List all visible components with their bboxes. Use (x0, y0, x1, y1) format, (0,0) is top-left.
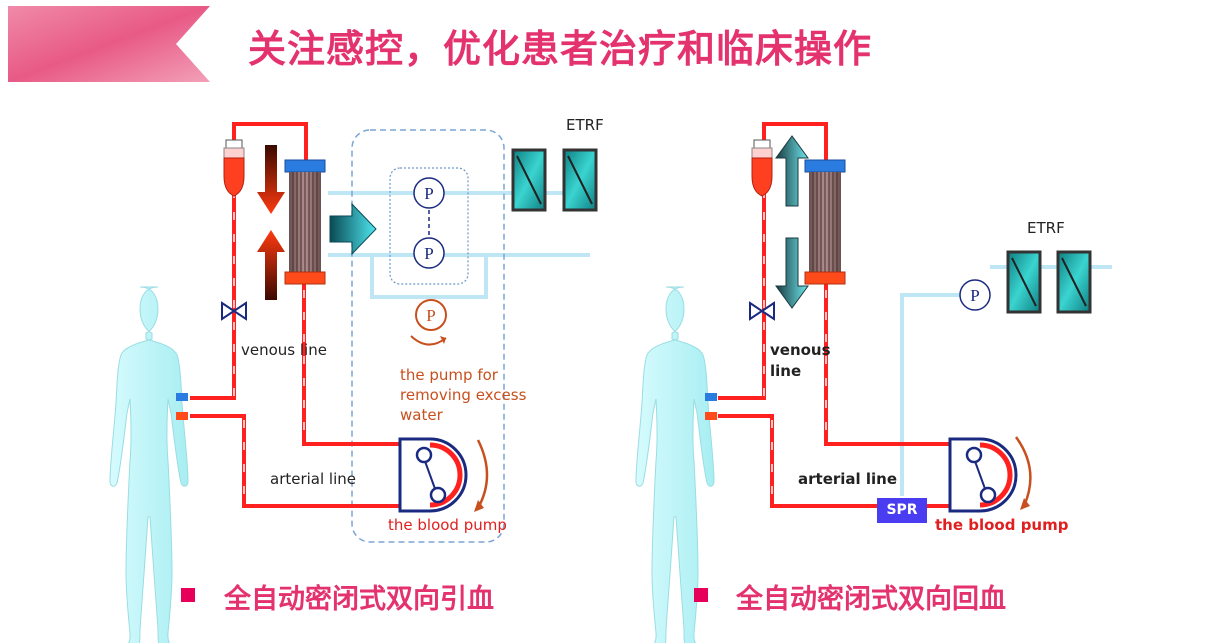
dialyzer-filter-icon (284, 159, 326, 285)
left-caption: 全自动密闭式双向引血 (224, 584, 494, 615)
etrf-icon (1006, 250, 1042, 314)
arterial-line-label: arterial line (798, 470, 898, 488)
etrf-icon (1056, 250, 1092, 314)
arrow-down-icon (257, 145, 285, 214)
arrow-right-icon (329, 202, 377, 256)
arrow-up-icon (775, 135, 809, 207)
arrow-up-icon (257, 230, 285, 300)
arterial-line-label: arterial line (270, 470, 357, 488)
blood-pump-label: the blood pump (935, 516, 1069, 534)
pump-excess-label-2: removing excess (400, 386, 527, 404)
etrf-icon (511, 148, 547, 212)
blood-pump-icon (950, 439, 1016, 511)
arrow-down-icon (775, 237, 809, 309)
svg-text:P: P (970, 286, 979, 305)
slide-title: 关注感控，优化患者治疗和临床操作 (248, 27, 873, 71)
drip-chamber-icon (223, 139, 245, 197)
pump-excess-icon (415, 299, 447, 331)
venous-line-label-2: line (770, 362, 802, 380)
svg-text:P: P (424, 184, 433, 203)
spr-box: SPR (877, 498, 927, 523)
right-caption: 全自动密闭式双向回血 (736, 584, 1006, 615)
drip-chamber-icon (751, 139, 773, 197)
etrf-label: ETRF (566, 116, 604, 134)
pump-p-icon (413, 177, 445, 209)
svg-text:P: P (424, 244, 433, 263)
svg-text:P: P (426, 306, 435, 325)
venous-line-label: venous line (241, 341, 327, 359)
bullet-square-icon (181, 588, 195, 602)
blood-pump-label: the blood pump (388, 516, 507, 534)
right-panel: P (635, 122, 1112, 643)
bullet-square-icon (694, 588, 708, 602)
left-panel: P P P (109, 122, 598, 643)
pump-p-icon (413, 237, 445, 269)
pump-excess-label-3: water (400, 406, 443, 424)
ribbon-banner-icon (8, 6, 210, 82)
dialyzer-filter-icon (804, 159, 846, 285)
human-figure-icon (109, 286, 189, 643)
pump-excess-label-1: the pump for (400, 366, 498, 384)
venous-line-label-1: venous (770, 341, 831, 359)
etrf-label: ETRF (1027, 219, 1065, 237)
blood-pump-icon (400, 439, 466, 511)
etrf-icon (562, 148, 598, 212)
pump-p-icon (959, 279, 991, 311)
